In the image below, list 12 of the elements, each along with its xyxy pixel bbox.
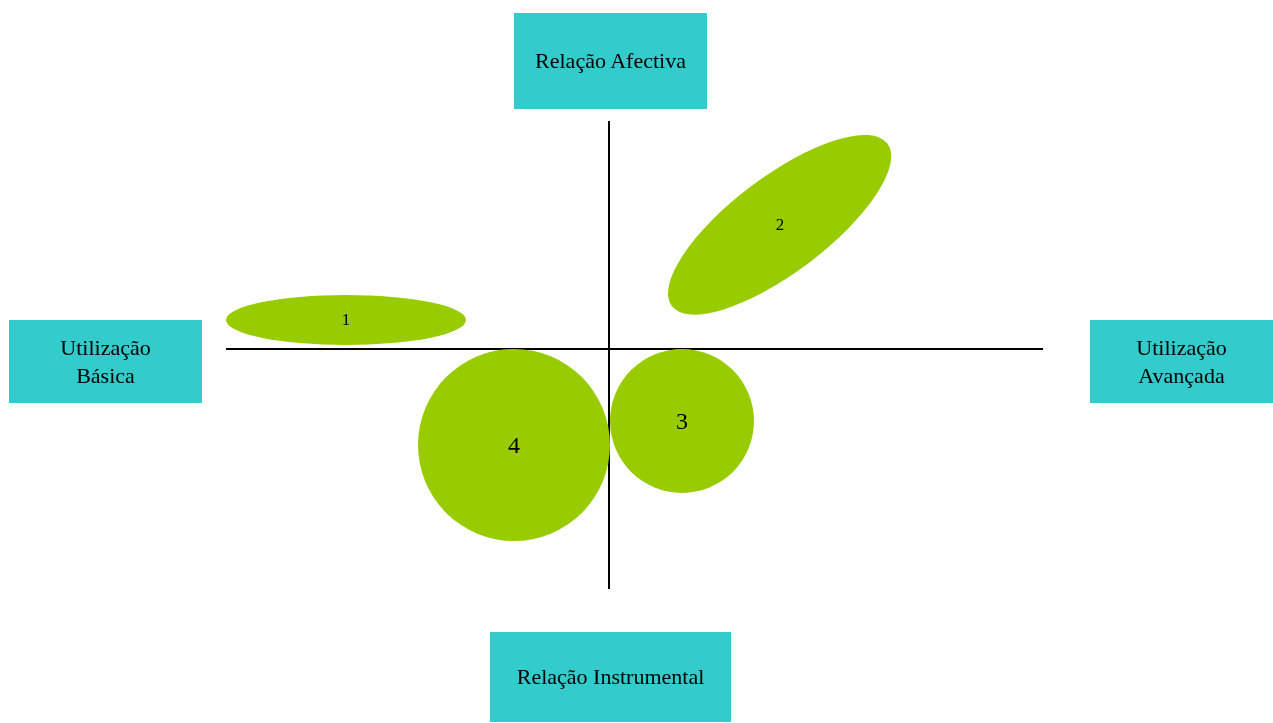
label-box [514,13,707,109]
region-number: 4 [508,431,520,460]
label-box [1090,320,1273,403]
axis-label: Utilização Básica [59,334,152,389]
label-box [490,632,731,722]
axis-label: Relação Afectiva [535,47,686,75]
label-box [9,320,202,403]
region-number: 2 [775,214,785,236]
axis-label: Relação Instrumental [516,663,705,691]
axis-label: Utilização Avançada [1135,334,1228,389]
region-number: 3 [676,407,688,436]
region-number: 1 [341,309,351,331]
